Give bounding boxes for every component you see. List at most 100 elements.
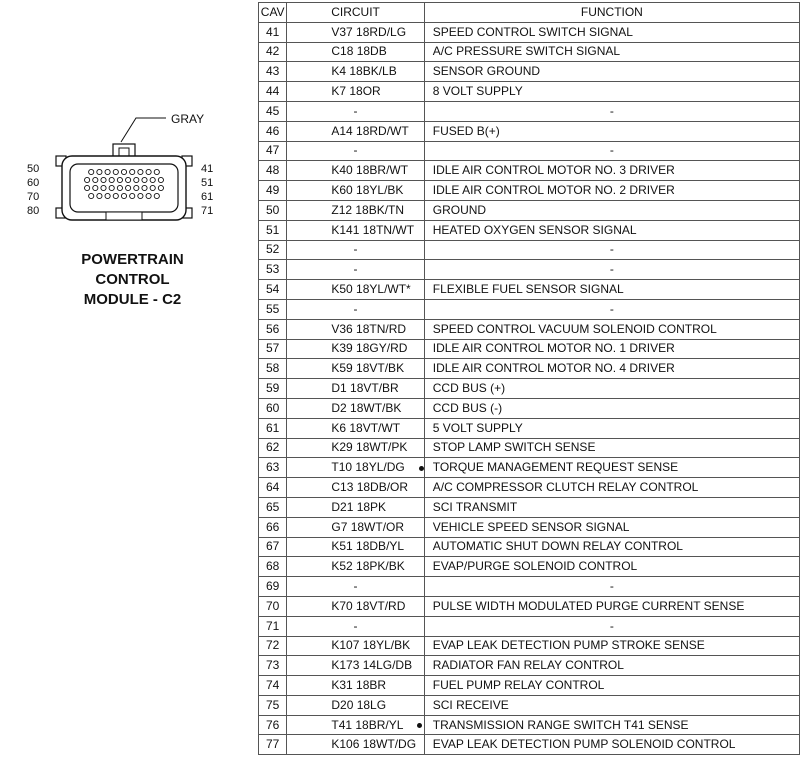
circuit-text: K29 18WT/PK [331,440,408,455]
pin-cavity [157,184,164,192]
table-row: 53-- [257,259,800,281]
function-cell: TRANSMISSION RANGE SWITCH T41 SENSE [423,714,800,736]
cav-cell: 60 [257,397,288,419]
circuit-cell: K7 18OR [286,81,425,102]
cav-cell: 47 [257,140,288,162]
circuit-cell: K60 18YL/BK [286,180,425,201]
function-cell: 5 VOLT SUPPLY [423,417,800,439]
circuit-cell: - [286,239,425,261]
function-cell: - [423,615,800,637]
circuit-text: K141 18TN/WT [331,222,415,237]
cav-cell: 70 [257,595,288,617]
circuit-cell: T10 18YL/DG [286,457,425,479]
function-cell: SENSOR GROUND [423,61,800,83]
cav-cell: 50 [257,199,288,221]
circuit-text: D21 18PK [331,499,387,514]
circuit-cell: K29 18WT/PK [286,437,425,459]
pin-number-left-2: 60 [27,177,40,189]
pin-cavity [104,168,111,176]
circuit-text: D2 18WT/BK [331,400,402,415]
pin-cavity [137,168,144,176]
circuit-text: - [353,618,358,633]
circuit-text: K51 18DB/YL [331,539,405,554]
circuit-text: - [353,143,358,158]
cav-cell: 56 [257,318,288,340]
pin-cavity [125,184,132,192]
circuit-cell: K173 14LG/DB [286,655,425,677]
circuit-text: Z12 18BK/TN [331,202,405,217]
circuit-cell: D20 18LG [286,694,425,716]
circuit-cell: K52 18PK/BK [286,556,425,578]
pin-cavity [145,168,152,176]
function-cell: SPEED CONTROL VACUUM SOLENOID CONTROL [423,318,800,340]
circuit-text: V36 18TN/RD [331,321,407,336]
function-cell: FUEL PUMP RELAY CONTROL [423,675,800,696]
module-title-line-3: MODULE - C2 [83,291,182,308]
table-row: 45-- [257,100,800,122]
function-cell: IDLE AIR CONTROL MOTOR NO. 2 DRIVER [423,180,800,201]
function-cell: TORQUE MANAGEMENT REQUEST SENSE [423,457,800,479]
function-cell: - [423,576,800,597]
circuit-text: K40 18BR/WT [331,163,409,178]
cav-cell: 65 [257,496,288,518]
pin-cavity [92,176,99,184]
function-cell: STOP LAMP SWITCH SENSE [423,437,800,459]
circuit-cell: - [286,259,425,281]
circuit-text: K107 18YL/BK [331,638,411,653]
circuit-text: C18 18DB [331,44,387,59]
circuit-cell: K40 18BR/WT [286,160,425,182]
pin-number-left-1: 50 [27,163,40,175]
pin-cavity [157,176,164,184]
function-cell: IDLE AIR CONTROL MOTOR NO. 1 DRIVER [423,338,800,360]
cav-cell: 74 [257,675,288,696]
circuit-cell: - [286,298,425,320]
table-row: 69-- [257,576,800,597]
cav-cell: 43 [257,61,288,83]
pin-cavity [104,192,111,200]
circuit-text: T41 18BR/YL [331,717,404,732]
cav-cell: 62 [257,437,288,459]
pin-cavity [92,184,99,192]
pin-cavity [141,184,148,192]
circuit-cell: K4 18BK/LB [286,61,425,83]
pin-number-right-1: 41 [201,163,214,175]
pin-cavity [153,168,160,176]
circuit-text: K7 18OR [331,84,381,99]
pin-cavity [133,176,140,184]
cav-cell: 53 [257,259,288,281]
function-cell: CCD BUS (+) [423,378,800,399]
table-row: 47-- [257,140,800,162]
pin-cavity [149,184,156,192]
pin-cavity [116,184,123,192]
circuit-text: T10 18YL/DG [331,460,405,475]
module-title-line-2: CONTROL [95,271,170,288]
circuit-cell: A14 18RD/WT [286,120,425,142]
function-cell: FLEXIBLE FUEL SENSOR SIGNAL [423,279,800,300]
cav-cell: 58 [257,358,288,380]
pin-cavity [137,192,144,200]
table-header-row: CAV CIRCUIT FUNCTION [257,2,800,23]
circuit-text: K52 18PK/BK [331,559,405,574]
pin-cavity [112,168,119,176]
pin-cavity [112,192,119,200]
circuit-cell: K51 18DB/YL [286,536,425,558]
pin-number-left-3: 70 [27,191,40,203]
connector-color-label: GRAY [171,112,205,126]
function-cell: A/C COMPRESSOR CLUTCH RELAY CONTROL [423,477,800,498]
function-cell: EVAP LEAK DETECTION PUMP STROKE SENSE [423,635,800,657]
function-cell: IDLE AIR CONTROL MOTOR NO. 3 DRIVER [423,160,800,182]
circuit-cell: K141 18TN/WT [286,219,425,241]
pin-cavity [88,192,95,200]
table-row: 62 K29 18WT/PK STOP LAMP SWITCH SENSE [257,437,800,459]
